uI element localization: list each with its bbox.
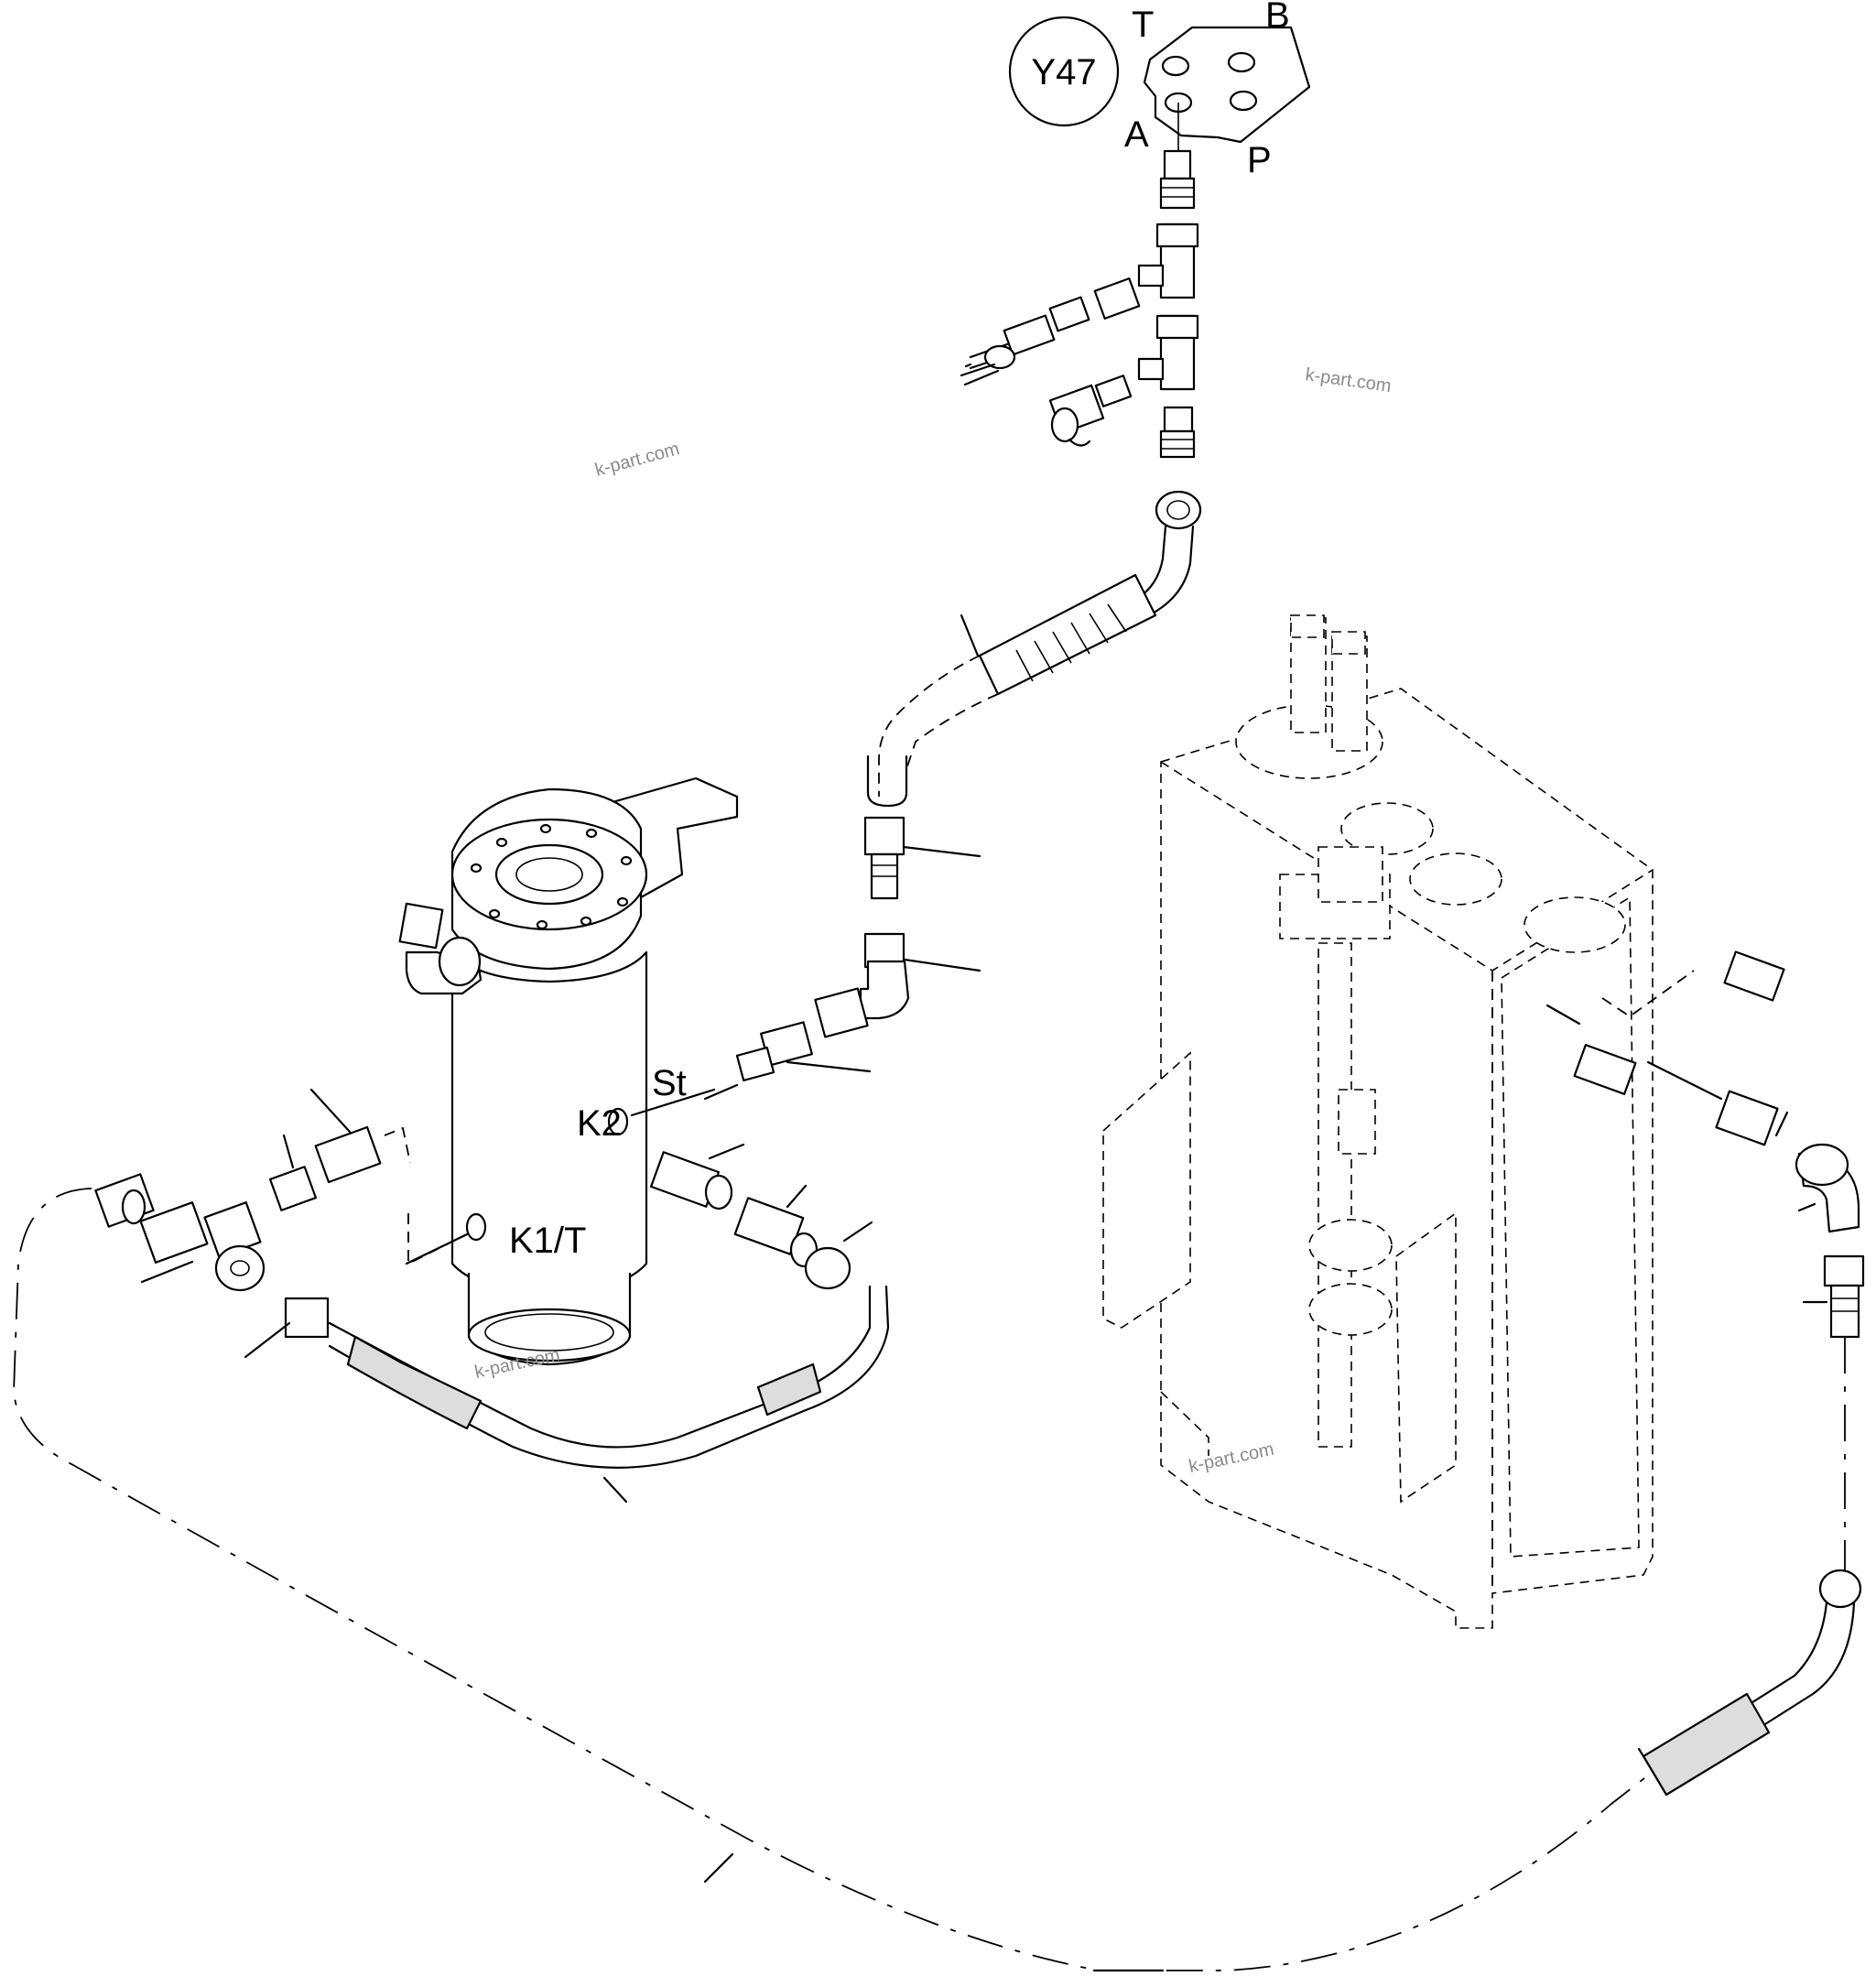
valve-id-label: Y47 (1031, 52, 1096, 92)
right-fittings (1545, 950, 1865, 1797)
port-hole-b (1227, 51, 1256, 73)
hydraulic-tank (1102, 614, 1654, 1629)
valve-id-circle (1008, 16, 1120, 127)
port-st-label: St (652, 1063, 687, 1103)
watermark-1: k-part.com (593, 439, 682, 481)
port-k1t-label: K1/T (509, 1221, 586, 1261)
port-a-label: A (1124, 114, 1149, 155)
port-k1t-hole (465, 1212, 487, 1242)
watermark-2: k-part.com (1304, 364, 1393, 396)
port-hole-t (1161, 55, 1190, 77)
port-hole-p (1229, 90, 1258, 112)
upper-hose (866, 490, 1202, 808)
port-k2-label: K2 (577, 1103, 622, 1144)
upper-fitting-stack (960, 149, 1199, 459)
middle-fittings (703, 816, 981, 1101)
port-t-label: T (1132, 5, 1154, 45)
lower-hose (244, 1246, 890, 1504)
port-p-label: P (1247, 140, 1272, 180)
valve-y47-group: Y47 T B A P (1008, 0, 1311, 180)
port-k2-hole (607, 1107, 629, 1136)
port-b-label: B (1265, 0, 1290, 36)
hydraulic-cylinder: St K2 K1/T (398, 776, 739, 1366)
left-fittings (94, 1088, 873, 1292)
valve-port-plate (1143, 26, 1311, 144)
return-line-loop (13, 1188, 1695, 1971)
